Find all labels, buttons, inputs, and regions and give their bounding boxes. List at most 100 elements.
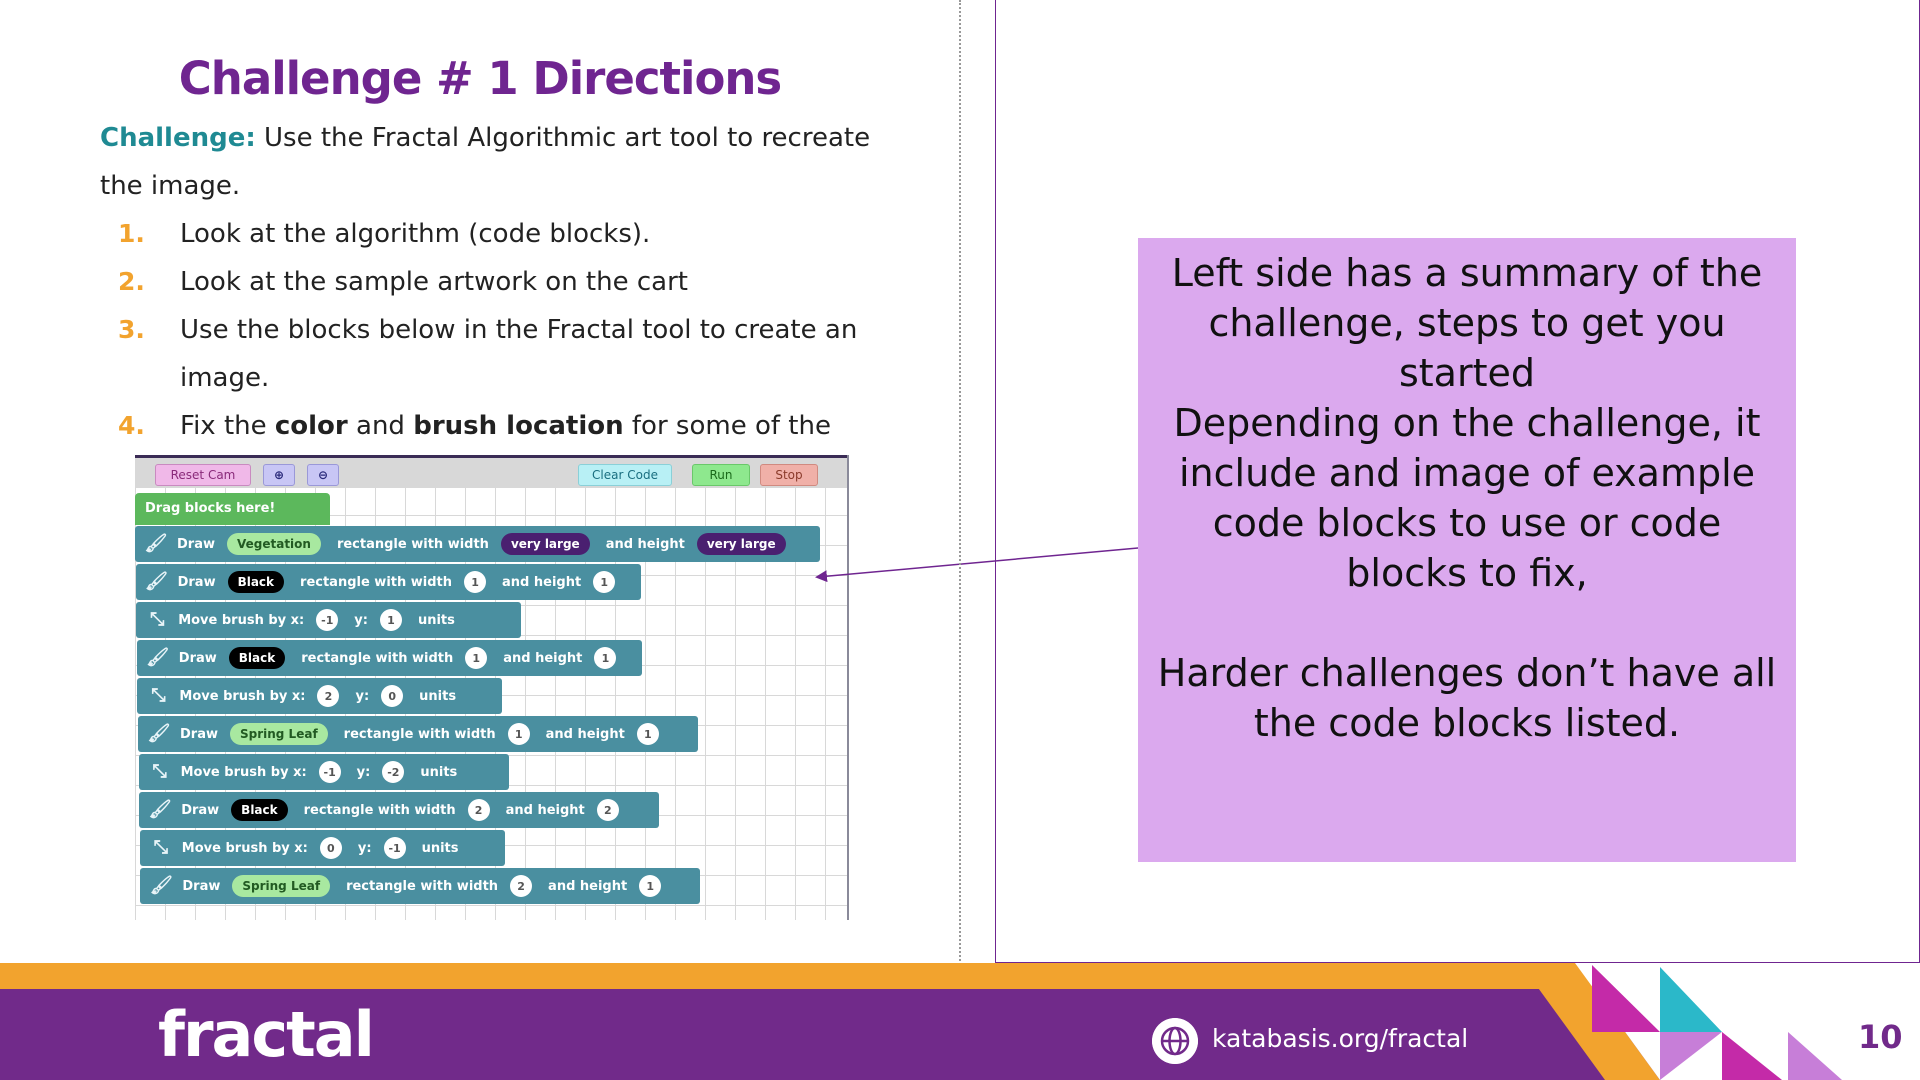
y-value[interactable]: -2 (382, 761, 405, 783)
move-arrows-icon: ⤡ (151, 685, 166, 706)
color-value[interactable]: Spring Leaf (229, 723, 328, 745)
width-value[interactable]: 1 (465, 647, 488, 669)
block-word: y: (355, 688, 370, 704)
step-bold-brush: brush location (413, 411, 624, 441)
height-value[interactable]: 1 (594, 647, 617, 669)
height-value[interactable]: 1 (636, 723, 659, 745)
step-item: 4.Fix the color and brush location for s… (100, 402, 880, 498)
width-value[interactable]: 2 (510, 875, 533, 897)
color-value[interactable]: Black (227, 571, 285, 593)
block-word: rectangle with width (343, 726, 496, 742)
block-word: and height (548, 878, 628, 894)
height-value[interactable]: 1 (639, 875, 662, 897)
note-line: Depending on the challenge, it include a… (1173, 401, 1761, 595)
move-arrows-icon: ⤡ (152, 761, 167, 782)
width-value[interactable]: very large (500, 533, 590, 555)
run-button[interactable]: Run (692, 464, 750, 486)
block-word: Draw (177, 536, 215, 552)
slide-title: Challenge # 1 Directions (178, 52, 782, 105)
block-word: units (420, 764, 458, 780)
stop-button[interactable]: Stop (760, 464, 818, 486)
brush-icon: 🖌 (147, 723, 171, 744)
fractal-logo: fractal (158, 998, 375, 1071)
block-word: Draw (177, 574, 216, 590)
x-value[interactable]: -1 (318, 761, 341, 783)
block-word: Draw (182, 878, 221, 894)
zoom-out-icon[interactable]: ⊖ (307, 464, 339, 486)
x-value[interactable]: 2 (317, 685, 340, 707)
step-number: 3. (118, 315, 145, 344)
note-line: Harder challenges don’t have all the cod… (1157, 651, 1777, 745)
globe-icon (1152, 1018, 1198, 1064)
block-word: units (417, 612, 455, 628)
color-value[interactable]: Black (231, 799, 288, 821)
x-value[interactable]: -1 (316, 609, 339, 631)
challenge-label: Challenge: (100, 123, 256, 153)
move-arrows-icon: ⤡ (149, 609, 165, 630)
block-word: and height (545, 726, 625, 742)
brush-icon: 🖌 (146, 647, 170, 668)
x-value[interactable]: 0 (319, 837, 342, 859)
color-value[interactable]: Spring Leaf (232, 875, 331, 897)
challenge-summary: Challenge: Use the Fractal Algorithmic a… (100, 114, 880, 210)
step-number: 4. (118, 411, 145, 440)
height-value[interactable]: very large (696, 533, 786, 555)
y-value[interactable]: -1 (383, 837, 406, 859)
note-line: Left side has a summary of the challenge… (1171, 251, 1763, 395)
width-value[interactable]: 1 (507, 723, 530, 745)
step-item: 1.Look at the algorithm (code blocks). (100, 210, 880, 258)
page-divider (959, 0, 961, 985)
width-value[interactable]: 1 (464, 571, 487, 593)
code-toolbar: Reset Cam ⊕ ⊖ Clear Code Run Stop (135, 455, 847, 488)
height-value[interactable]: 2 (596, 799, 619, 821)
color-value[interactable]: Vegetation (226, 533, 321, 555)
block-word: Move brush by x: (180, 764, 307, 780)
reset-cam-button[interactable]: Reset Cam (155, 464, 251, 486)
y-value[interactable]: 0 (381, 685, 404, 707)
steps-list: 1.Look at the algorithm (code blocks). 2… (100, 210, 880, 498)
color-value[interactable]: Black (228, 647, 286, 669)
block-word: units (419, 688, 457, 704)
block-word: y: (354, 612, 368, 628)
step-number: 1. (118, 219, 145, 248)
brush-icon: 🖌 (144, 533, 168, 554)
draw-rectangle-block[interactable]: 🖌 Draw Vegetation rectangle with width very … (135, 526, 820, 562)
y-value[interactable]: 1 (379, 609, 402, 631)
block-word: rectangle with width (336, 536, 489, 552)
drag-blocks-hat[interactable]: Drag blocks here! (135, 493, 330, 525)
clear-code-button[interactable]: Clear Code (578, 464, 672, 486)
block-word: rectangle with width (303, 802, 456, 818)
block-word: Move brush by x: (179, 688, 306, 704)
height-value[interactable]: 1 (593, 571, 616, 593)
website-link[interactable]: katabasis.org/fractal (1212, 1024, 1469, 1053)
block-word: y: (357, 840, 372, 856)
challenge-text: Use the Fractal Algorithmic art tool to … (100, 123, 871, 201)
block-word: and height (605, 536, 685, 552)
zoom-in-icon[interactable]: ⊕ (263, 464, 295, 486)
brush-icon: 🖌 (145, 571, 169, 592)
step-item: 3.Use the blocks below in the Fractal to… (100, 306, 880, 402)
step-item: 2. Look at the sample artwork on the cart (100, 258, 880, 306)
block-word: and height (503, 650, 583, 666)
brush-icon: 🖌 (149, 875, 173, 896)
code-blocks-image: Reset Cam ⊕ ⊖ Clear Code Run Stop Drag b… (135, 455, 849, 920)
step-text: Fix the (180, 411, 275, 441)
width-value[interactable]: 2 (467, 799, 490, 821)
step-number: 2. (118, 267, 145, 296)
block-word: and height (505, 802, 585, 818)
block-word: Move brush by x: (181, 840, 308, 856)
step-text: Look at the sample artwork on the cart (180, 267, 688, 297)
page-number: 10 (1858, 1018, 1903, 1056)
move-brush-block[interactable]: ⤡ Move brush by x: 2 y: 0 units (137, 678, 503, 714)
move-brush-block[interactable]: ⤡ Move brush by x: -1 y: -2 units (138, 754, 509, 790)
block-word: units (421, 840, 459, 856)
block-word: y: (356, 764, 371, 780)
